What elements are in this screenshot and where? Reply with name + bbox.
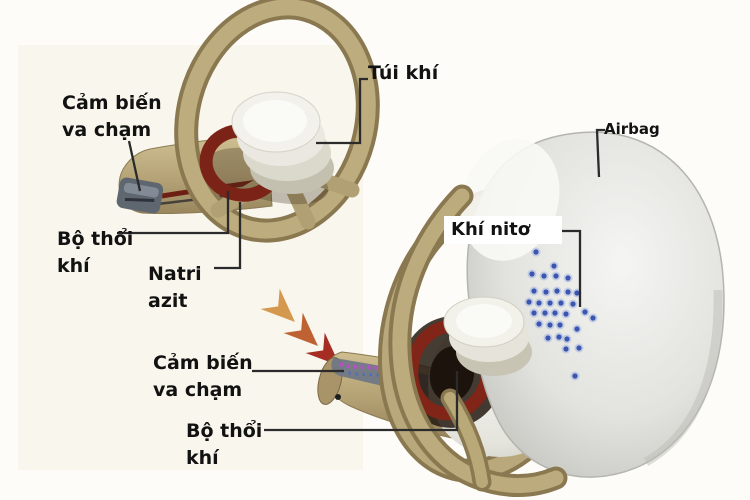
label-crash-sensor-bottom: Cảm biến va chạm: [153, 350, 253, 404]
label-inflator-top-line2: khí: [57, 255, 90, 277]
nitrogen-gas-dots: [524, 247, 598, 381]
label-crash-sensor-bottom-line2: va chạm: [153, 379, 243, 401]
leader-inflator-top: [117, 191, 230, 235]
label-crash-sensor-top-line1: Cảm biến: [62, 92, 162, 114]
label-inflator-bottom-line2: khí: [186, 447, 219, 469]
leader-sensor-top: [127, 140, 142, 192]
label-airbag-english: Airbag: [604, 120, 660, 138]
label-sodium-azide-line2: azit: [148, 290, 188, 312]
crash-sensor-1: [116, 177, 164, 214]
airbag-module-1: [231, 91, 334, 194]
label-inflator-top-line1: Bộ thổi: [57, 228, 134, 250]
label-crash-sensor-top-line2: va chạm: [62, 119, 152, 141]
label-inflator-bottom: Bộ thổi khí: [186, 418, 262, 472]
wheel-rim-1: [178, 0, 376, 239]
leader-sodium-azide: [214, 202, 242, 270]
leader-lines: [117, 77, 605, 432]
leader-nitrogen: [556, 229, 582, 307]
label-airbag-vietnamese: Túi khí: [368, 62, 438, 84]
airbag-module-2: [443, 296, 532, 376]
leader-airbag-vi: [316, 77, 368, 145]
leader-airbag-en: [595, 128, 605, 178]
steering-wheel-assembly-1: [116, 0, 380, 243]
label-airbag-english-text: Airbag: [604, 120, 660, 138]
airbag-shading: [643, 289, 723, 466]
label-sodium-azide-line1: Natri: [148, 263, 202, 285]
label-crash-sensor-bottom-line1: Cảm biến: [153, 352, 253, 374]
label-inflator-bottom-line1: Bộ thổi: [186, 420, 263, 442]
label-crash-sensor-top: Cảm biến va chạm: [62, 90, 162, 144]
label-airbag-vietnamese-text: Túi khí: [368, 62, 439, 84]
label-nitrogen-gas: Khí nitơ: [444, 216, 563, 244]
label-sodium-azide: Natri azit: [148, 261, 202, 315]
leader-inflator-bottom: [264, 371, 459, 432]
label-inflator-top: Bộ thổi khí: [57, 226, 133, 280]
steering-wheel-assembly-2: [317, 131, 725, 497]
label-nitrogen-gas-text: Khí nitơ: [451, 219, 531, 240]
wheel-rim-2-front: [388, 184, 568, 497]
